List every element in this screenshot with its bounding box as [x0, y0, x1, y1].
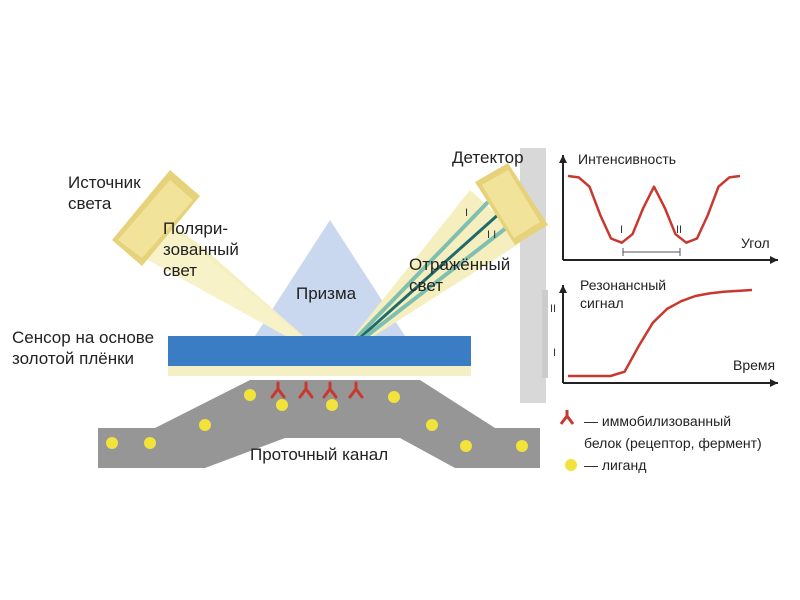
- detector-label: Детектор: [452, 148, 524, 167]
- chart-bottom-level-2: II: [550, 303, 557, 315]
- ligand-dot: [326, 399, 338, 411]
- receptor-icon: [270, 381, 286, 399]
- reflected-ray-1: [331, 200, 490, 364]
- chart-bottom-xlabel: Время: [733, 357, 776, 373]
- prism: [255, 220, 405, 336]
- chart-series-line: [567, 174, 741, 244]
- prism-label: Призма: [296, 284, 357, 303]
- ligand-dot: [106, 437, 118, 449]
- ligand-dot: [388, 391, 400, 403]
- ligand-dot: [516, 440, 528, 452]
- light-source: [112, 170, 200, 266]
- ligand-dot: [244, 389, 256, 401]
- receptor-icon: [322, 381, 338, 399]
- ligand-dots: [106, 389, 528, 452]
- chart-series-line: [568, 288, 753, 378]
- polarized-beam-edge: [115, 210, 333, 362]
- ligand-dot: [276, 399, 288, 411]
- sensor-label: Сенсор на основе золотой плёнки: [12, 328, 155, 368]
- beam-mark-2: I I: [487, 229, 497, 241]
- light-source-label: Источник света: [68, 173, 141, 213]
- ligand-dot: [199, 419, 211, 431]
- receptor-icon: [298, 381, 314, 399]
- beam-mark-1: I: [465, 207, 469, 219]
- chart-top-marker-2: II: [676, 224, 683, 236]
- chart-top-xlabel: Угол: [741, 235, 770, 251]
- chart-bottom-level-1: I: [553, 347, 557, 359]
- legend-receptor-label: — иммобилизованный белок (рецептор, ферм…: [584, 413, 762, 451]
- legend-receptor-icon: [559, 410, 575, 425]
- flow-channel: [98, 380, 540, 468]
- film-underlayer: [168, 366, 471, 376]
- ligand-dot: [426, 419, 438, 431]
- polarized-light-label: Поляри- зованный свет: [163, 219, 239, 280]
- chart-angle: [559, 155, 778, 264]
- chart-y-arrow: [559, 285, 567, 293]
- detector: [475, 163, 548, 245]
- chart-top-ylabel: Интенсивность: [578, 151, 677, 167]
- legend-ligand-label: — лиганд: [584, 457, 647, 473]
- chart-top-marker-1: I: [620, 224, 624, 236]
- chart-bottom-ylabel: Резонансный сигнал: [580, 277, 667, 311]
- ligand-dot: [460, 440, 472, 452]
- chart-y-arrow: [559, 155, 567, 163]
- chart-time: [542, 285, 778, 387]
- chart-x-arrow: [770, 379, 778, 387]
- flow-channel-label: Проточный канал: [250, 445, 389, 464]
- reflected-light-label: Отражённый свет: [409, 255, 511, 295]
- gold-film-sensor: [168, 336, 471, 366]
- receptor-icon: [348, 381, 364, 399]
- ligand-dot: [144, 437, 156, 449]
- chart-x-arrow: [770, 256, 778, 264]
- receptors: [270, 381, 364, 399]
- legend-ligand-icon: [565, 459, 577, 471]
